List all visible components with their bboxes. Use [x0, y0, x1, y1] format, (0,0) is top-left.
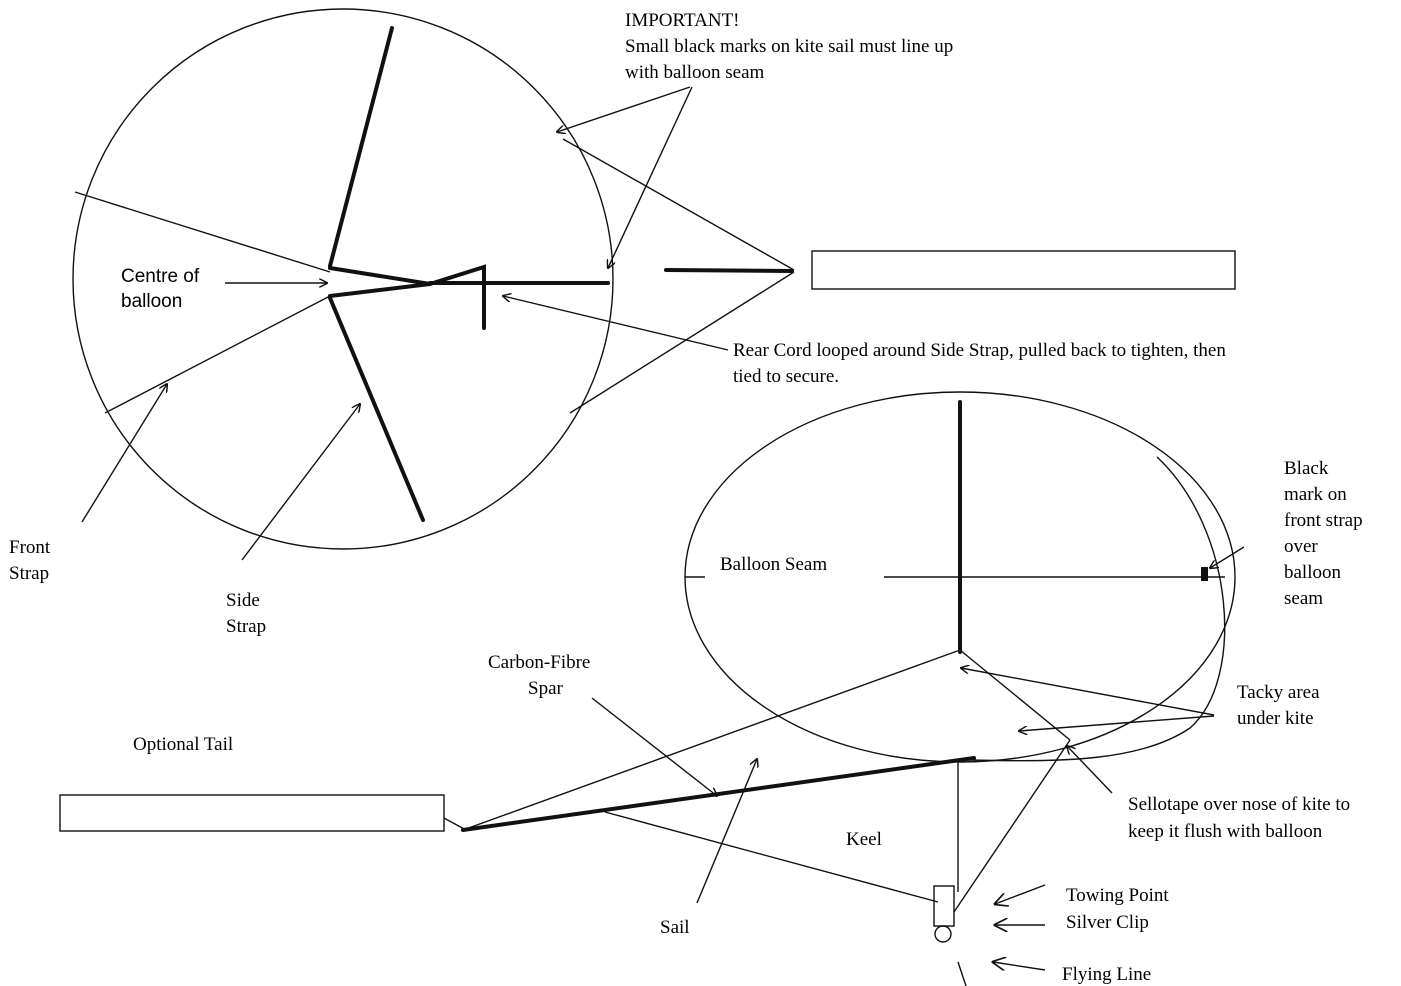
arrow-towing-point [995, 884, 1046, 904]
optional-tail-bar [59, 794, 445, 832]
sail-label: Sail [660, 917, 690, 938]
flying-line-label: Flying Line [1062, 964, 1151, 985]
front-strap-label-1: Front [9, 537, 51, 558]
important-line-1: Small black marks on kite sail must line… [625, 36, 953, 57]
arrow-carbon-spar [591, 697, 717, 796]
carbon-fibre-label-1: Carbon-Fibre [488, 652, 590, 673]
silver-clip-label: Silver Clip [1066, 912, 1149, 933]
arrow-important-2 [608, 86, 693, 268]
sail-edge-lower [569, 271, 795, 414]
silver-clip [934, 925, 952, 943]
arrow-rear-cord [503, 296, 729, 351]
keel-label: Keel [846, 829, 882, 850]
black-mark [1201, 567, 1208, 581]
arrow-tacky-2 [1019, 715, 1215, 731]
towing-point-label: Towing Point [1066, 885, 1169, 906]
tacky-area-label-1: Tacky area [1237, 682, 1320, 703]
balloon-top-outline [72, 8, 614, 550]
sail-outline [462, 649, 1071, 831]
keel-front-line [953, 739, 1071, 913]
front-strap-line-upper [74, 191, 331, 273]
side-strap-lower [328, 296, 425, 522]
kite-edge-view [664, 268, 794, 273]
sail-edge-upper [562, 138, 795, 271]
centre-label-1: Centre of [121, 266, 200, 287]
arrow-important-1 [557, 86, 691, 132]
arrow-front-strap [81, 384, 167, 523]
side-strap-label-1: Side [226, 590, 260, 611]
side-strap-label-2: Strap [226, 616, 266, 637]
arrow-flying-line [993, 962, 1046, 970]
optional-tail-label: Optional Tail [133, 734, 233, 755]
rear-cord-label-2: tied to secure. [733, 366, 839, 387]
sail-bottom-edge [604, 811, 939, 903]
centre-label-2: balloon [121, 291, 182, 312]
front-strap-line-lower [104, 295, 331, 414]
arrows [81, 86, 1245, 970]
black-mark-label-1: Black [1284, 458, 1329, 479]
arrow-black-mark [1210, 546, 1245, 568]
black-mark-label-6: seam [1284, 588, 1323, 609]
centre-cord-return [328, 282, 432, 298]
flying-line [957, 961, 967, 986]
balloon-seam-label: Balloon Seam [720, 554, 827, 575]
arrow-sail [696, 759, 757, 904]
important-title: IMPORTANT! [625, 10, 740, 31]
black-mark-label-5: balloon [1284, 562, 1341, 583]
carbon-fibre-label-2: Spar [528, 678, 564, 699]
top-view [72, 8, 1236, 550]
tacky-area-label-2: under kite [1237, 708, 1314, 729]
labels: IMPORTANT! Small black marks on kite sai… [9, 10, 1363, 985]
balloon-side-rim [967, 456, 1226, 762]
front-strap-label-2: Strap [9, 563, 49, 584]
side-view [59, 391, 1236, 986]
arrow-side-strap [241, 404, 360, 561]
black-mark-label-3: front strap [1284, 510, 1363, 531]
black-mark-label-2: mark on [1284, 484, 1347, 505]
arrow-sellotape [1067, 746, 1113, 794]
carbon-fibre-spar [461, 756, 976, 832]
tail-bar-top [811, 250, 1236, 290]
tail-link [443, 817, 467, 831]
rear-cord-label-1: Rear Cord looped around Side Strap, pull… [733, 340, 1226, 361]
towing-point [933, 885, 955, 927]
sellotape-label-2: keep it flush with balloon [1128, 821, 1323, 842]
centre-cord-loop [328, 264, 486, 330]
important-line-2: with balloon seam [625, 62, 765, 83]
black-mark-label-4: over [1284, 536, 1318, 557]
side-strap-upper [328, 26, 394, 268]
sellotape-label-1: Sellotape over nose of kite to [1128, 794, 1350, 815]
arrow-tacky-1 [961, 668, 1215, 716]
